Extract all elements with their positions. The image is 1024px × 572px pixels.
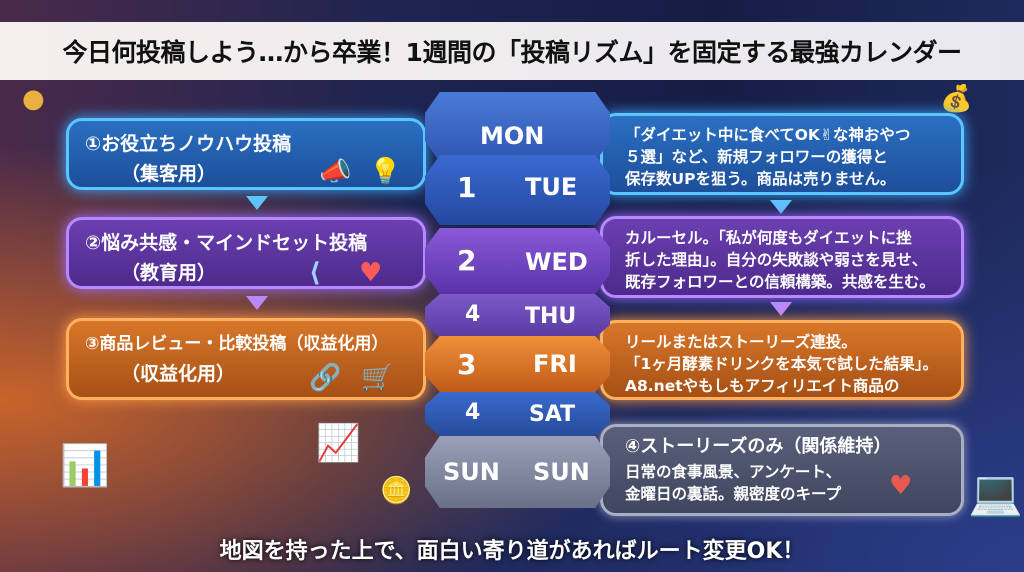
growth-chart-icon: 📈 — [316, 423, 361, 464]
row-2-label-box: ②悩み共感・マインドセット投稿 （教育用） ⟨ ♥ — [66, 217, 426, 289]
row-3-desc-line: リールまたはストーリーズ連投。 — [625, 333, 857, 351]
footer-message: 地図を持った上で、面白い寄り道があればルート変更OK！ — [219, 539, 805, 564]
down-arrow-icon — [246, 196, 268, 210]
day-label-sun: SUN — [533, 458, 590, 486]
row-1-sub: （集客用） — [121, 163, 217, 185]
coin-stack-icon: 🪙 — [380, 476, 413, 506]
day-label-sat: SAT — [529, 402, 576, 427]
tier-wed: 2 WED — [425, 228, 610, 294]
tier-mon: MON — [425, 92, 610, 162]
row-3-label: ③商品レビュー・比較投稿（収益化用） — [85, 334, 389, 354]
money-bag-icon: 💰 — [940, 84, 973, 114]
tier-number: 3 — [457, 348, 477, 381]
tier-tue: 1 TUE — [425, 155, 610, 225]
row-2-desc-line: カルーセル。「私が何度もダイエットに挫 — [625, 229, 912, 247]
heart-icon: ♥ — [359, 258, 383, 288]
down-arrow-icon — [770, 302, 792, 316]
row-2-desc-box: カルーセル。「私が何度もダイエットに挫 折した理由」。自分の失敗談や弱さを見せ、… — [600, 216, 964, 298]
lightbulb-icon: 💡 — [369, 157, 402, 187]
row-2-desc-line: 既存フォロワーとの信頼構築。共感を生む。 — [625, 273, 935, 291]
tier-number: 4 — [465, 302, 481, 327]
down-arrow-icon — [246, 296, 268, 310]
row-3-sub: （収益化用） — [121, 363, 236, 385]
tier-number: 4 — [465, 400, 481, 425]
day-label-sun: SUN — [443, 458, 500, 486]
down-arrow-icon — [770, 200, 792, 214]
share-icon: ⟨ — [309, 258, 321, 288]
row-4-desc-line: 金曜日の裏話。親密度のキープ — [625, 485, 842, 503]
row-3-desc-line: A8.netやもしもアフィリエイト商品の — [625, 377, 900, 395]
row-2-desc-line: 折した理由」。自分の失敗談や弱さを見せ、 — [625, 251, 928, 269]
tier-fri: 3 FRI — [425, 336, 610, 392]
row-1-label: ①お役立ちノウハウ投稿 — [85, 133, 292, 155]
row-2-label: ②悩み共感・マインドセット投稿 — [85, 232, 368, 254]
day-label-wed: WED — [525, 248, 588, 276]
page-title: 今日何投稿しよう…から卒業！1週間の「投稿リズム」を固定する最強カレンダー — [0, 22, 1024, 80]
row-3-desc-line: 「1ヶ月酵素ドリンクを本気で試した結果」。 — [625, 355, 939, 373]
row-1-desc-box: 「ダイエット中に食べてOK✌な神おやつ ５選」など、新規フォロワーの獲得と 保存… — [600, 113, 964, 195]
tier-sun: SUN SUN — [425, 436, 610, 508]
row-3-label-box: ③商品レビュー・比較投稿（収益化用） （収益化用） 🔗 🛒 — [66, 318, 426, 400]
megaphone-icon: 📣 — [319, 157, 352, 187]
day-label-fri: FRI — [533, 350, 577, 378]
tier-number: 2 — [457, 244, 477, 277]
row-4-label: ④ストーリーズのみ（関係維持） — [625, 436, 892, 457]
row-1-desc-line: 保存数UPを狙う。商品は売りません。 — [625, 170, 896, 188]
tier-thu: 4 THU — [425, 294, 610, 338]
laptop-chart-icon: 💻 — [968, 468, 1023, 519]
link-icon: 🔗 — [309, 363, 342, 393]
row-3-desc-box: リールまたはストーリーズ連投。 「1ヶ月酵素ドリンクを本気で試した結果」。 A8… — [600, 320, 964, 400]
row-4-desc-line: 日常の食事風景、アンケート、 — [625, 463, 842, 481]
row-1-desc-line: ５選」など、新規フォロワーの獲得と — [625, 148, 888, 166]
tier-number: 1 — [457, 171, 477, 204]
shopping-cart-icon: 🛒 — [361, 363, 394, 393]
row-1-label-box: ①お役立ちノウハウ投稿 （集客用） 📣 💡 — [66, 118, 426, 190]
bar-chart-icon: 📊 — [60, 443, 110, 489]
day-label-tue: TUE — [525, 173, 578, 201]
heart-icon: ♥ — [889, 471, 913, 501]
day-label-thu: THU — [525, 304, 577, 329]
row-2-sub: （教育用） — [121, 262, 217, 284]
row-4-box: ④ストーリーズのみ（関係維持） 日常の食事風景、アンケート、 金曜日の裏話。親密… — [600, 424, 964, 516]
tier-sat: 4 SAT — [425, 392, 610, 436]
row-1-desc-line: 「ダイエット中に食べてOK✌な神おやつ — [625, 126, 911, 144]
day-label-mon: MON — [480, 122, 545, 150]
coin-icon: ● — [22, 84, 45, 114]
